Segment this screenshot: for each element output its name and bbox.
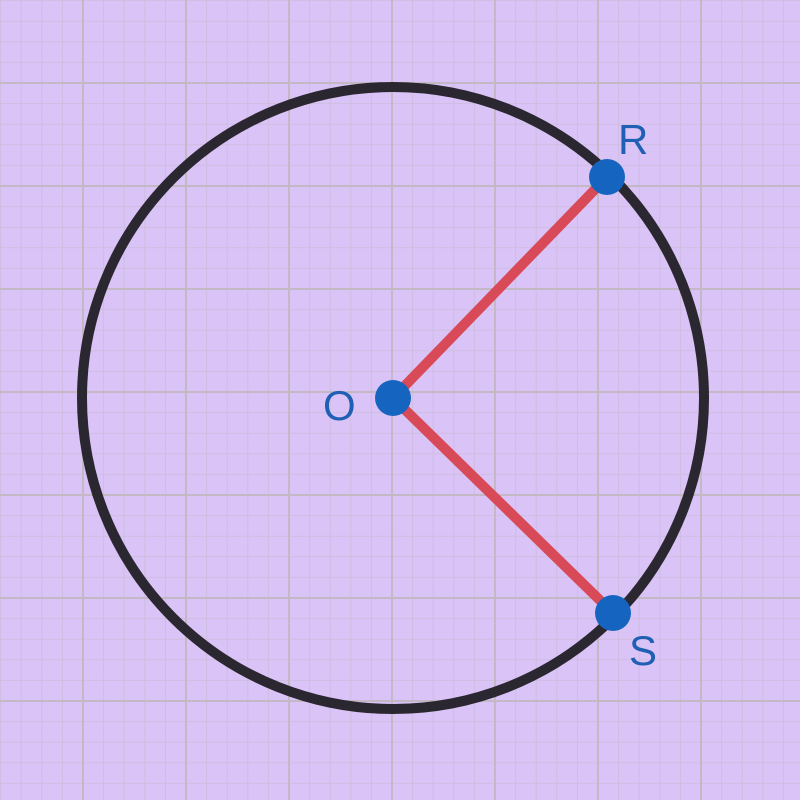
radius-OS <box>388 393 618 618</box>
point-S <box>595 595 631 631</box>
radius-OR <box>388 172 612 403</box>
circle <box>77 82 709 714</box>
label-S: S <box>629 627 657 674</box>
point-O <box>375 380 411 416</box>
label-R: R <box>618 116 648 163</box>
label-O: O <box>323 382 356 429</box>
point-R <box>589 159 625 195</box>
